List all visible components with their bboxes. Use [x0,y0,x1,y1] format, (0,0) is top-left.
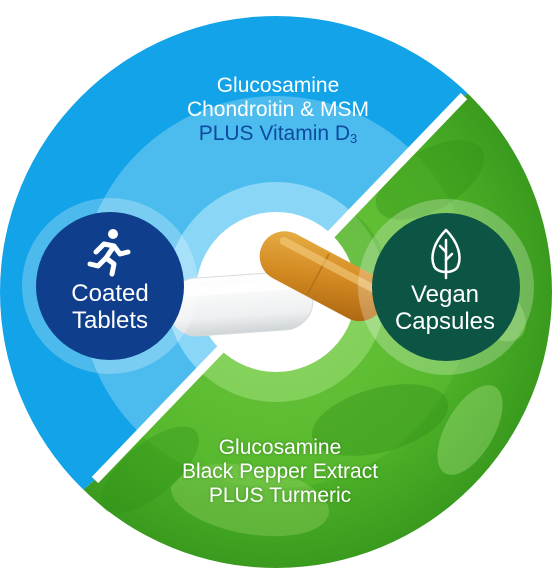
right-badge-label: Vegan Capsules [378,281,512,335]
top-line-3-sub: 3 [350,131,358,146]
capsule-pill [259,231,385,322]
top-line-3-main: PLUS Vitamin D [198,122,351,145]
left-badge-line-1: Coated [71,280,149,307]
left-badge-line-2: Tablets [71,307,149,334]
bottom-line-3: PLUS Turmeric [208,484,352,507]
bottom-panel-text: Glucosamine Black Pepper Extract PLUS Tu… [100,436,460,508]
left-badge-label: Coated Tablets [46,280,174,334]
bottom-line-2: Black Pepper Extract [181,460,379,483]
right-badge [358,199,534,375]
right-badge-line-2: Capsules [394,308,496,335]
right-badge-line-1: Vegan [410,281,480,308]
leaf-icon [431,228,461,280]
left-badge [22,198,198,374]
top-panel-text: Glucosamine Chondroitin & MSM PLUS Vitam… [120,74,436,151]
running-person-icon [87,229,131,277]
top-line-3: PLUS Vitamin D3 [120,122,436,151]
top-line-2: Chondroitin & MSM [186,98,370,121]
bottom-line-1: Glucosamine [218,436,342,459]
top-line-1: Glucosamine [216,74,340,97]
